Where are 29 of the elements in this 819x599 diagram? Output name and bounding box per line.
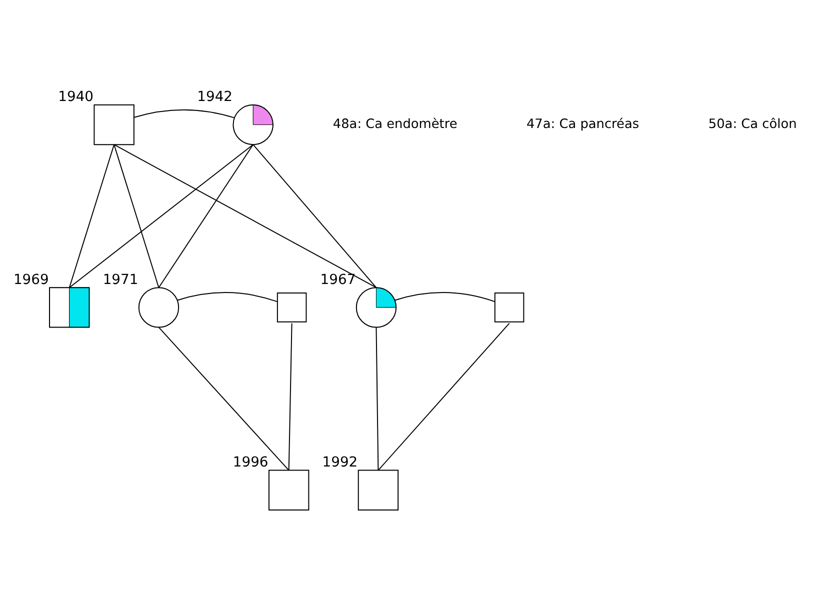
label: 48a: Ca endomètre bbox=[332, 116, 458, 132]
connector bbox=[394, 292, 496, 302]
connector bbox=[134, 108, 235, 118]
connector bbox=[288, 322, 292, 470]
connector bbox=[68, 144, 115, 288]
connector bbox=[68, 144, 254, 288]
connector bbox=[158, 144, 254, 288]
connector bbox=[114, 144, 160, 288]
connector bbox=[176, 292, 278, 302]
label: 50a: Ca côlon bbox=[708, 116, 797, 132]
label: 47a: Ca pancréas bbox=[526, 116, 640, 132]
connector bbox=[114, 144, 377, 288]
connector bbox=[376, 326, 379, 470]
node-label: 1996 bbox=[232, 454, 268, 470]
node-box bbox=[268, 469, 310, 510]
node-box bbox=[276, 292, 307, 322]
connector bbox=[378, 322, 510, 470]
node-box bbox=[94, 104, 134, 145]
node-box bbox=[494, 292, 524, 322]
node-label: 1969 bbox=[13, 271, 49, 288]
node-box bbox=[358, 469, 399, 510]
node-circle bbox=[138, 286, 180, 328]
node-label: 1992 bbox=[322, 454, 358, 470]
node-label: 1967 bbox=[320, 271, 356, 288]
node-label: 1942 bbox=[197, 88, 233, 105]
connector bbox=[252, 144, 377, 288]
connector bbox=[158, 326, 290, 470]
node-label: 1940 bbox=[58, 88, 94, 105]
node-label: 1971 bbox=[102, 271, 138, 288]
